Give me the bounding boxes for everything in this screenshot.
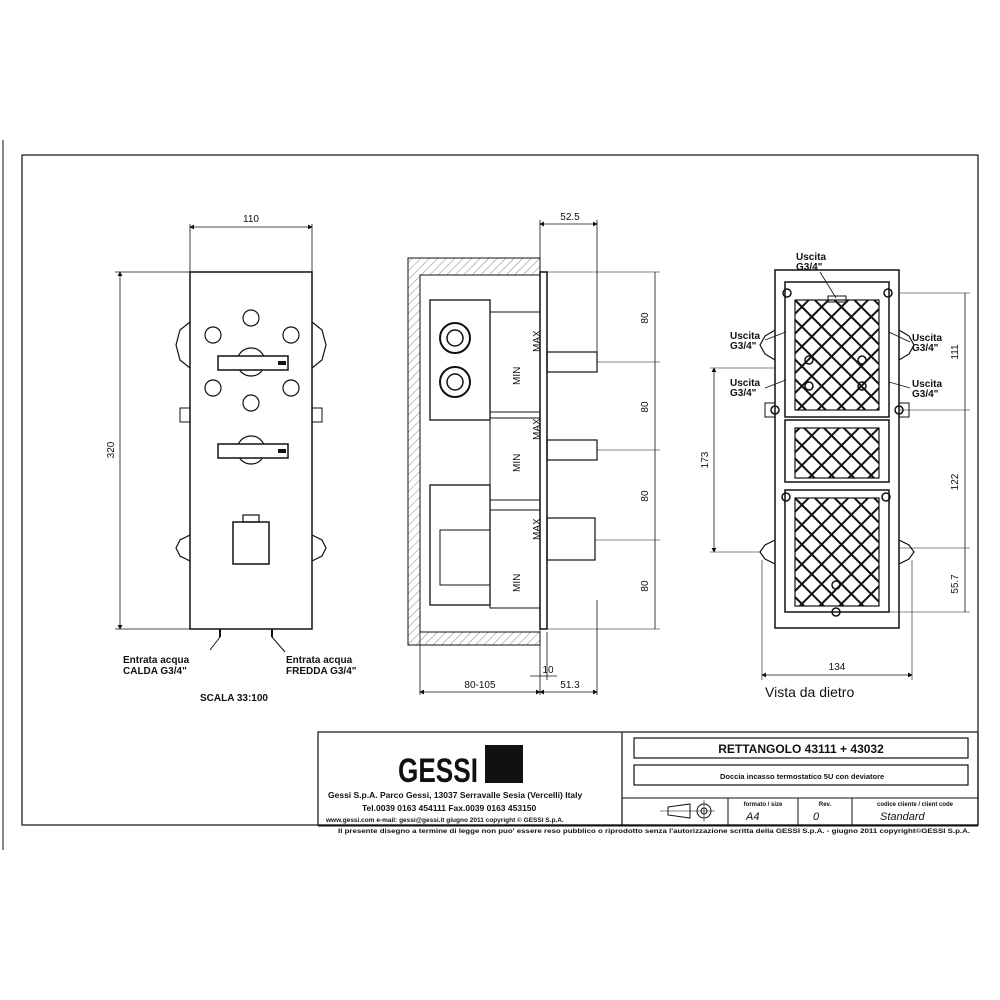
outlet-left-1-label-2: G3/4" <box>730 341 757 352</box>
back-dim-173: 173 <box>700 451 711 468</box>
scale-label: SCALA 33:100 <box>200 693 268 704</box>
title-block: GESSI Gessi S.p.A. Parco Gessi, 13037 Se… <box>317 731 979 835</box>
max-label-2: MAX <box>532 418 543 440</box>
inlet-cold-label-1: Entrata acqua <box>286 655 353 666</box>
outlet-top-label-1: Uscita <box>796 252 826 263</box>
outlet-left-2-label-2: G3/4" <box>730 388 757 399</box>
side-spacing-1: 80 <box>640 312 651 324</box>
outlet-right-1-label-1: Uscita <box>912 333 942 344</box>
front-view: 110 320 Entrata acqua CALDA G3/4" Entrat… <box>106 214 357 704</box>
gessi-logo-text: GESSI <box>398 752 478 790</box>
side-projection-dim: 51.3 <box>560 680 580 691</box>
side-spacing-3: 80 <box>640 490 651 502</box>
outlet-right-2-label-2: G3/4" <box>912 389 939 400</box>
max-label-1: MAX <box>532 330 543 352</box>
gessi-logo-block <box>485 745 523 783</box>
company-address: Gessi S.p.A. Parco Gessi, 13037 Serraval… <box>328 790 582 800</box>
inlet-cold-label-2: FREDDA G3/4" <box>286 666 357 677</box>
max-label-3: MAX <box>532 518 543 540</box>
rev-label: Rev. <box>819 802 832 808</box>
outlet-right-1-label-2: G3/4" <box>912 343 939 354</box>
product-name: RETTANGOLO 43111 + 43032 <box>718 742 884 756</box>
back-box <box>774 269 900 629</box>
client-code-label: codice cliente / client code <box>877 802 954 808</box>
front-width-dim: 110 <box>243 214 259 225</box>
back-dim-134: 134 <box>829 662 846 673</box>
client-code-value: Standard <box>880 811 926 823</box>
min-label-1: MIN <box>512 367 523 385</box>
side-top-dim: 52.5 <box>560 212 580 223</box>
side-view: MAX MIN MAX MIN MAX MIN 52.5 80 80 80 80… <box>407 212 660 695</box>
rev-value: 0 <box>813 811 820 823</box>
outlet-right-2-label-1: Uscita <box>912 379 942 390</box>
company-phone: Tel.0039 0163 454111 Fax.0039 0163 45315… <box>362 803 537 813</box>
product-description: Doccia incasso termostatico 5U con devia… <box>720 772 884 781</box>
format-label: formato / size <box>744 802 783 808</box>
inlet-hot-label-1: Entrata acqua <box>123 655 190 666</box>
side-plate-dim: 10 <box>542 665 554 676</box>
outlet-top-label-2: G3/4" <box>796 262 823 273</box>
front-height-dim: 320 <box>106 441 117 458</box>
min-label-3: MIN <box>512 574 523 592</box>
legal-notice: Il presente disegno a termine di legge n… <box>338 828 970 835</box>
back-dim-55-7: 55.7 <box>950 574 961 594</box>
side-spacing-4: 80 <box>640 580 651 592</box>
outlet-left-2-label-1: Uscita <box>730 378 760 389</box>
company-web: www.gessi.com e-mail: gessi@gessi.it giu… <box>325 816 564 824</box>
back-dim-122: 122 <box>950 473 961 490</box>
back-view: Uscita G3/4" Uscita G3/4" Uscita G3/4" U… <box>700 252 970 700</box>
inlet-hot-label-2: CALDA G3/4" <box>123 666 187 677</box>
side-depth-dim: 80-105 <box>464 680 496 691</box>
format-value: A4 <box>745 811 759 823</box>
min-label-2: MIN <box>512 454 523 472</box>
back-dim-111: 111 <box>950 344 961 360</box>
front-plate <box>189 271 313 630</box>
outlet-left-1-label-1: Uscita <box>730 331 760 342</box>
back-view-title: Vista da dietro <box>765 684 854 700</box>
projection-symbol-icon <box>660 800 715 822</box>
side-spacing-2: 80 <box>640 401 651 413</box>
